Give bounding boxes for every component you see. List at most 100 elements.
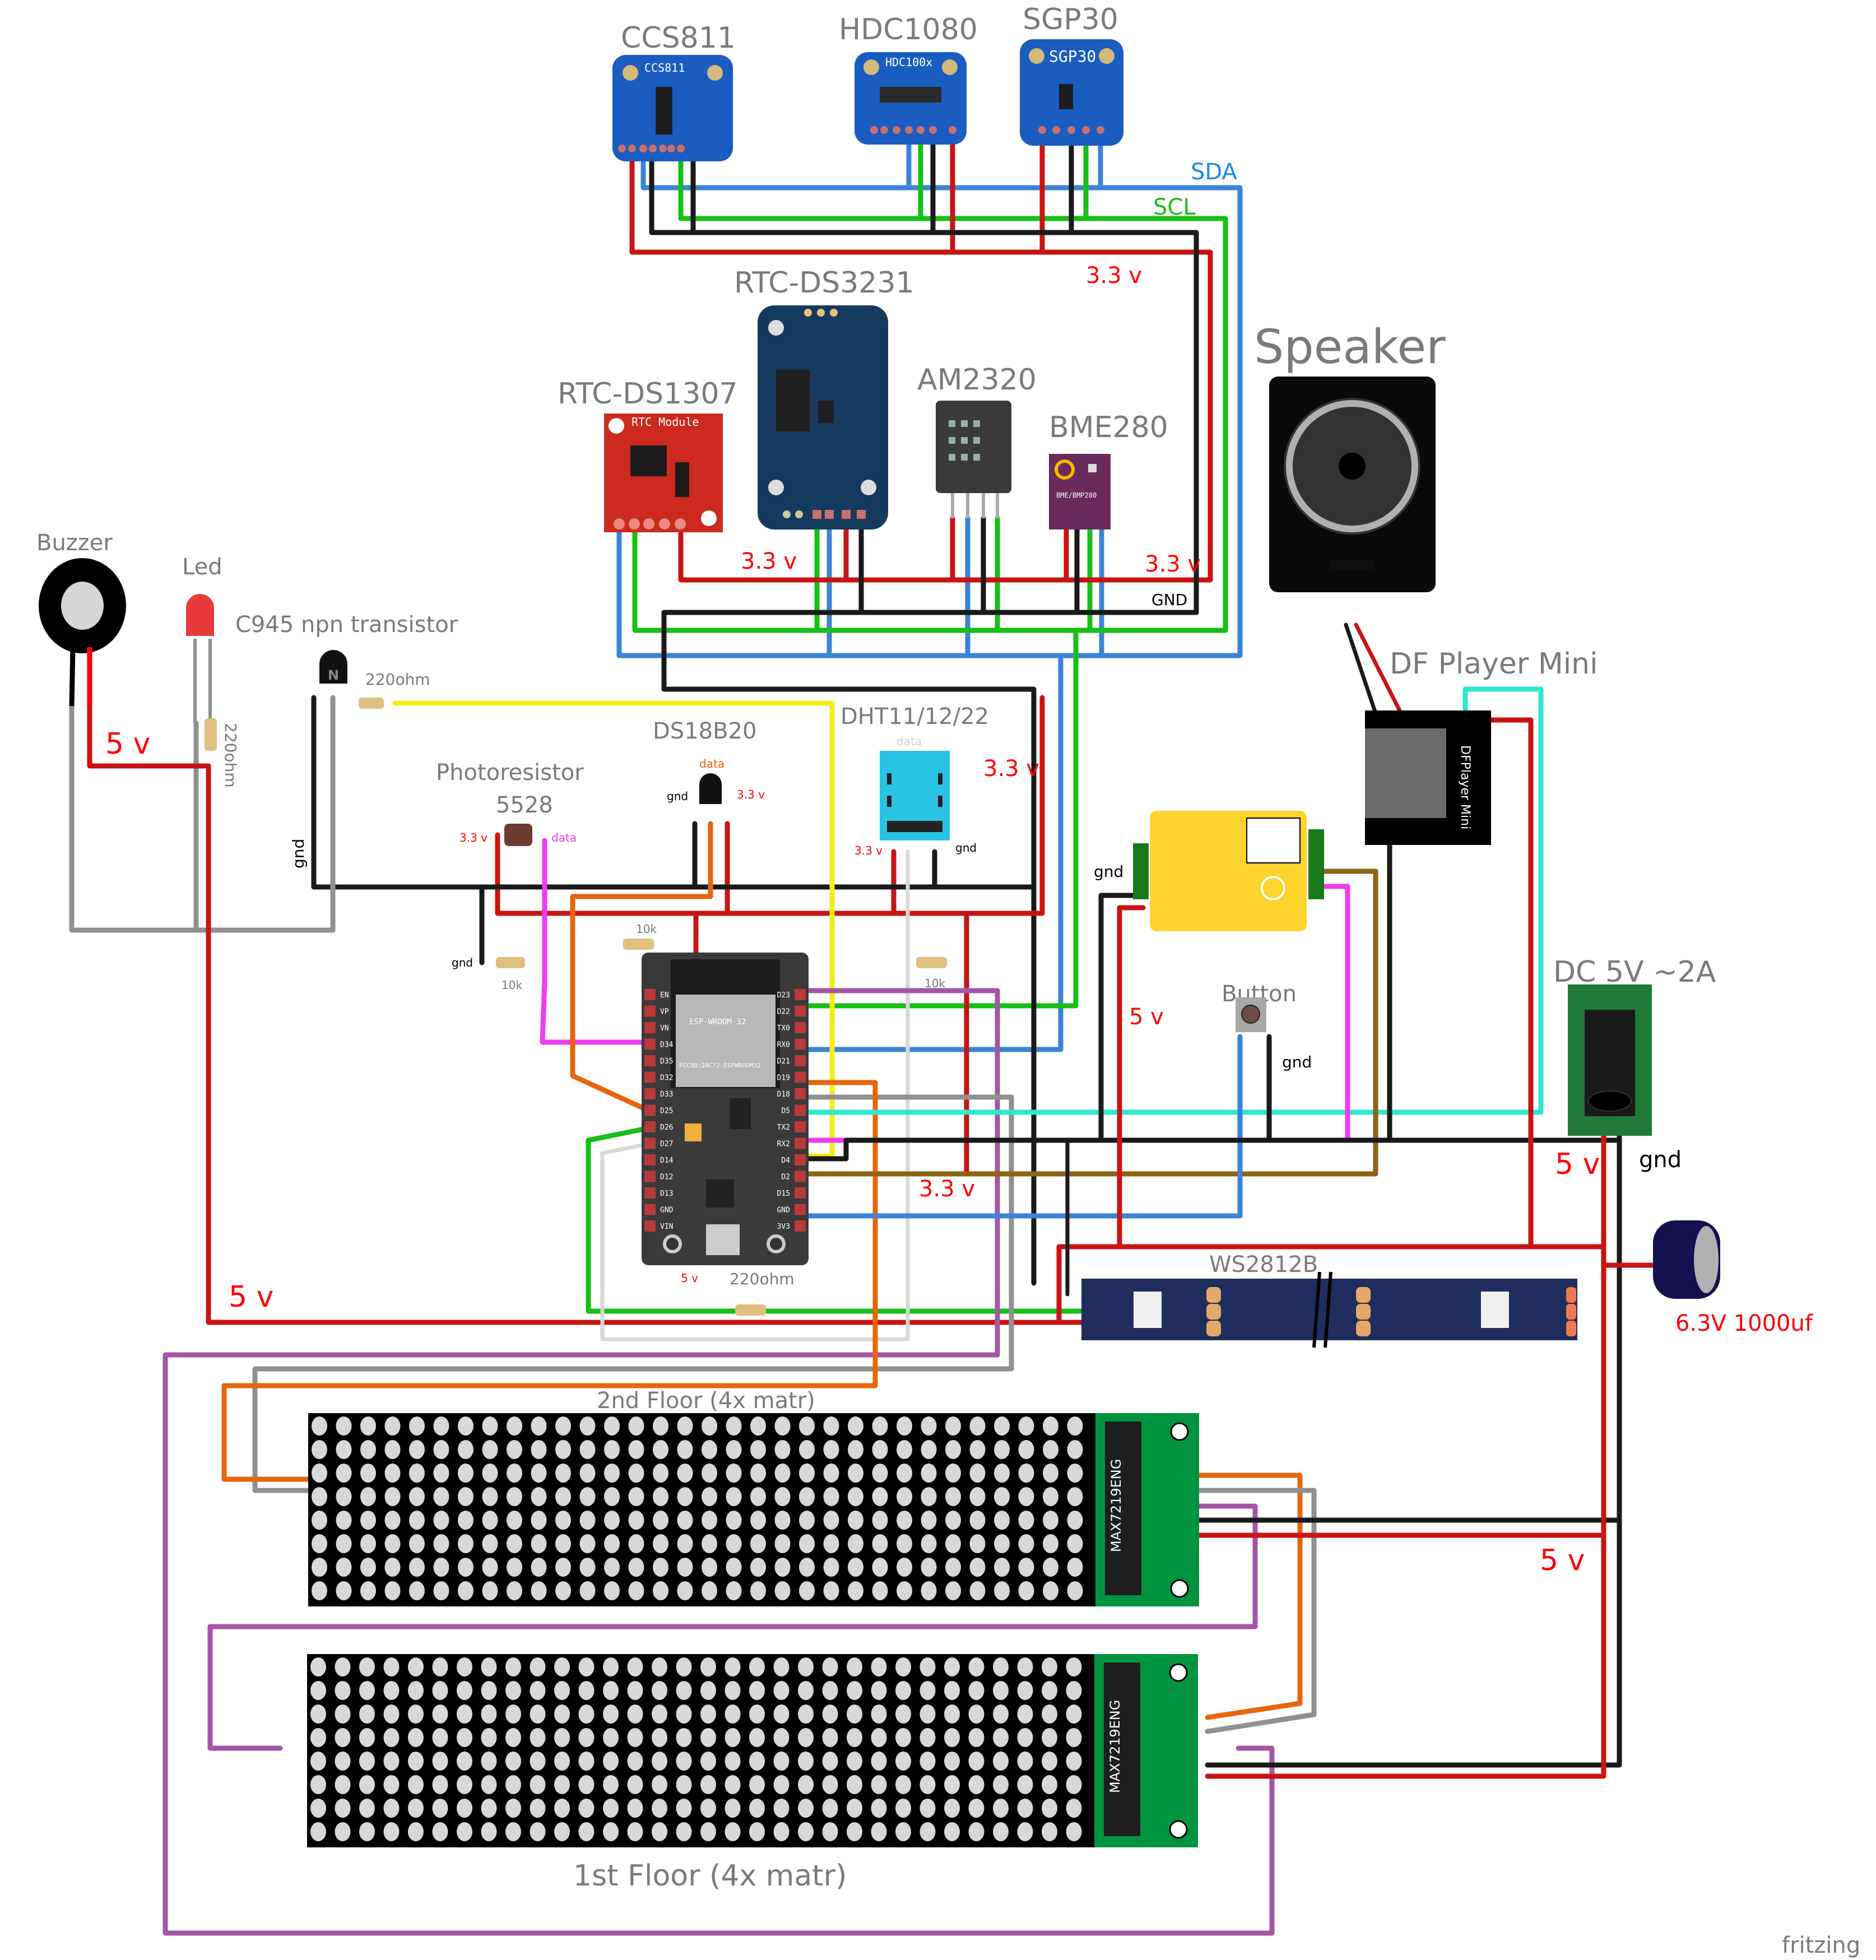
matrix-led [749, 1728, 765, 1747]
matrix-led [457, 1657, 472, 1676]
matrix-led [944, 1704, 960, 1724]
wire-scl-esp [800, 628, 1079, 1009]
matrix-led [481, 1799, 497, 1818]
wire-scl-bus [632, 148, 1228, 633]
matrix-led [653, 1416, 668, 1436]
matrix-led [920, 1681, 936, 1700]
transistor-resistor-label: 220ohm [365, 670, 430, 689]
push-button[interactable]: Button gnd [1222, 981, 1312, 1071]
esp32-pin-label: D26 [660, 1123, 673, 1132]
matrix-led [531, 1416, 547, 1436]
capacitor-1000uf: 6.3V 1000uf [1653, 1220, 1813, 1336]
matrix-led [750, 1416, 766, 1436]
matrix-led [505, 1728, 521, 1747]
matrix-led [409, 1581, 425, 1600]
matrix-led [993, 1681, 1009, 1700]
dht-data-label: data [897, 735, 922, 748]
matrix-led [968, 1799, 985, 1818]
matrix-led [383, 1775, 400, 1794]
esp32-pin-label: D25 [660, 1107, 673, 1116]
matrix-led [505, 1752, 521, 1771]
matrix-led [530, 1657, 546, 1676]
matrix-led [1066, 1822, 1082, 1841]
matrix-led [993, 1657, 1009, 1676]
matrix-led [554, 1657, 570, 1676]
matrix-led [799, 1440, 815, 1459]
matrix-led [895, 1704, 911, 1724]
matrix-led [1043, 1558, 1058, 1577]
matrix-led [1066, 1752, 1082, 1771]
matrix-led [457, 1822, 472, 1841]
matrix-led [408, 1822, 424, 1841]
wire-5v-mhz [1117, 905, 1146, 1250]
en-button[interactable] [663, 1234, 682, 1253]
matrix-led [750, 1558, 766, 1577]
esp32-pin-d33 [644, 1088, 656, 1099]
wire-ldr-data [540, 838, 655, 1045]
matrix-led [968, 1752, 985, 1771]
matrix-led [798, 1681, 814, 1700]
matrix-led [945, 1416, 961, 1436]
matrix-led [604, 1464, 620, 1483]
matrix-led [700, 1799, 716, 1818]
boot-button[interactable] [767, 1234, 786, 1253]
matrix-led [848, 1416, 863, 1436]
matrix-led [653, 1511, 668, 1530]
matrix-led [458, 1464, 473, 1483]
sgp30-title: SGP30 [1023, 3, 1118, 36]
matrix-led [481, 1728, 497, 1747]
wire-matrix-clk-orange [221, 1080, 878, 1482]
matrix-led [482, 1487, 498, 1506]
matrix-led [457, 1775, 472, 1794]
bme280-sensor: BME280 BME/BMP280 [1049, 411, 1168, 530]
matrix-led [432, 1681, 448, 1700]
esp-usb-5v-label: 5 v [681, 1271, 698, 1285]
led-title: Led [182, 554, 222, 580]
matrix-led [920, 1752, 936, 1771]
matrix-led [993, 1799, 1009, 1818]
matrix-led [579, 1416, 596, 1436]
matrix-led [433, 1534, 449, 1553]
matrix-led [652, 1822, 667, 1841]
matrix-led [408, 1704, 424, 1724]
matrix-led [458, 1511, 473, 1530]
matrix-led [676, 1681, 692, 1700]
matrix-led [554, 1728, 570, 1747]
matrix-led [578, 1799, 595, 1818]
esp32-pin-label: D12 [660, 1173, 673, 1182]
matrix-led [604, 1511, 620, 1530]
matrix-led [554, 1752, 570, 1771]
matrix-led [409, 1487, 425, 1506]
matrix-led [652, 1681, 667, 1700]
matrix-led [627, 1728, 643, 1747]
matrix-led [897, 1416, 912, 1436]
esp32-pin-3v3 [795, 1220, 806, 1232]
matrix-led [750, 1581, 766, 1600]
matrix-led [555, 1581, 571, 1600]
matrix-led [653, 1440, 668, 1459]
hdc1080-board-line1: HDC100x [885, 55, 932, 69]
matrix-led [798, 1728, 814, 1747]
matrix-2nd-title: 2nd Floor (4x matr) [597, 1388, 815, 1414]
matrix-led [726, 1464, 742, 1483]
matrix-led [725, 1728, 741, 1747]
matrix-led [409, 1416, 425, 1436]
v33-top-label: 3.3 v [1086, 263, 1142, 289]
matrix-led [627, 1704, 643, 1724]
wire-gnd-main [800, 1123, 1622, 1162]
matrix-led [822, 1681, 838, 1700]
matrix-led [749, 1704, 765, 1724]
matrix-led [310, 1704, 326, 1724]
matrix-led [750, 1511, 766, 1530]
matrix-led [457, 1728, 472, 1747]
matrix-led [1043, 1511, 1058, 1530]
esp32-pin-d14 [644, 1154, 656, 1165]
matrix-led [1067, 1416, 1083, 1436]
matrix-led [823, 1534, 839, 1553]
matrix-led [847, 1681, 862, 1700]
matrix-led [799, 1558, 815, 1577]
matrix-led [773, 1657, 790, 1676]
matrix-led [773, 1681, 790, 1700]
matrix-led [408, 1657, 424, 1676]
matrix-led [725, 1704, 741, 1724]
